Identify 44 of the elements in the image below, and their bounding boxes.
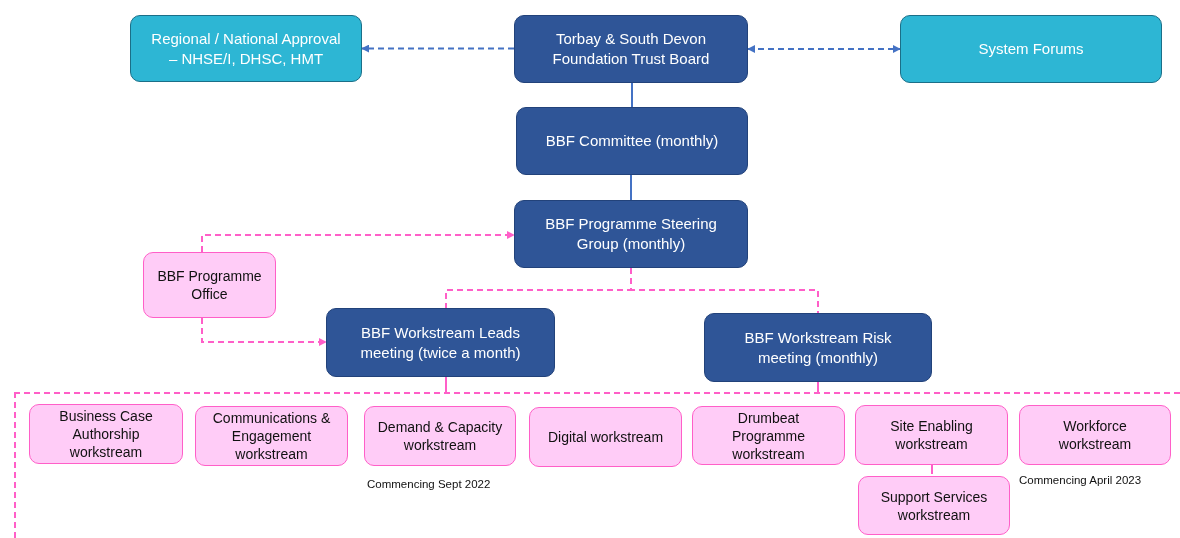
process-box xyxy=(514,15,748,83)
connector xyxy=(747,45,901,53)
box-label: Demand & Capacity workstream xyxy=(376,418,504,454)
connector xyxy=(201,231,515,253)
workstream-box xyxy=(855,405,1008,465)
box-label: BBF Programme Office xyxy=(156,267,263,303)
external-box xyxy=(130,15,362,82)
process-box xyxy=(514,200,748,268)
box-label: Torbay & South Devon Foundation Trust Board xyxy=(551,29,711,69)
box-label: System Forums xyxy=(978,39,1084,59)
process-box xyxy=(516,107,748,175)
connector xyxy=(201,317,327,346)
connector xyxy=(630,174,632,201)
box-label: Regional / National Approval – NHSE/I, DHSC, HMT xyxy=(150,28,342,69)
process-box xyxy=(704,313,932,382)
connector xyxy=(817,381,819,393)
workstream-box xyxy=(29,404,183,464)
box-label: BBF Workstream Leads meeting (twice a month) xyxy=(359,322,522,363)
box-label: Drumbeat Programme workstream xyxy=(730,408,807,463)
process-box xyxy=(326,308,555,377)
box-label: Site Enabling workstream xyxy=(889,417,974,453)
box-label: Business Case Authorship workstream xyxy=(58,407,154,461)
box-label: BBF Programme Steering Group (monthly) xyxy=(544,214,718,254)
workstream-box xyxy=(143,252,276,318)
workstream-box xyxy=(1019,405,1171,465)
external-box xyxy=(900,15,1162,83)
note-text: Commencing Sept 2022 xyxy=(367,478,491,490)
workstream-box xyxy=(692,406,845,465)
connector xyxy=(445,376,447,393)
box-label: BBF Committee (monthly) xyxy=(545,131,719,151)
workstream-box xyxy=(858,476,1010,535)
box-label: Digital workstream xyxy=(547,428,664,446)
dashed-frame xyxy=(14,392,1180,538)
workstream-box xyxy=(364,406,516,466)
box-label: Communications & Engagement workstream xyxy=(211,409,332,463)
workstream-box xyxy=(195,406,348,466)
workstream-box xyxy=(529,407,682,467)
connector xyxy=(361,44,515,53)
connector xyxy=(631,82,633,108)
note-text: Commencing April 2023 xyxy=(1019,474,1142,486)
box-label: Support Services workstream xyxy=(879,487,989,524)
box-label: Workforce workstream xyxy=(1057,417,1133,453)
box-label: BBF Workstream Risk meeting (monthly) xyxy=(743,327,893,368)
connector xyxy=(630,267,819,314)
